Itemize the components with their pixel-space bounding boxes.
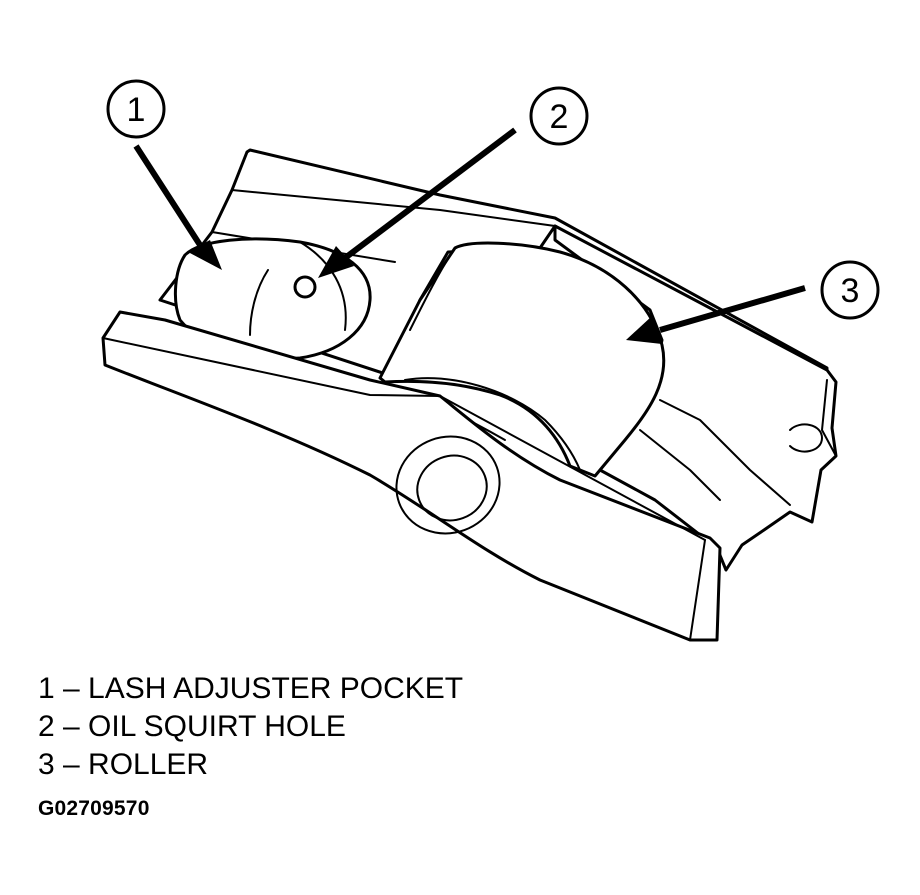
roller [378, 241, 666, 478]
legend-item: 3 – ROLLER [38, 748, 209, 781]
callout-1: 1 [106, 79, 222, 270]
callout-2-number: 2 [550, 98, 569, 136]
legend-item: 1 – LASH ADJUSTER POCKET [38, 672, 464, 705]
callout-3-number: 3 [841, 272, 860, 310]
lash-adjuster-pocket [174, 237, 372, 361]
callout-3: 3 [626, 260, 880, 344]
legend-item: 2 – OIL SQUIRT HOLE [38, 710, 346, 743]
rocker-arm-diagram: 1 2 3 [101, 79, 880, 642]
legend: 1 – LASH ADJUSTER POCKET 2 – OIL SQUIRT … [38, 670, 463, 784]
oil-squirt-hole [293, 275, 317, 299]
callout-1-number: 1 [127, 91, 146, 129]
callout-2: 2 [318, 86, 589, 278]
figure-code: G02709570 [38, 797, 150, 820]
rocker-shaft-bore-inner [416, 454, 488, 522]
rocker-arm-front-rail [101, 310, 722, 642]
rocker-shaft-bore-outer [395, 435, 501, 535]
